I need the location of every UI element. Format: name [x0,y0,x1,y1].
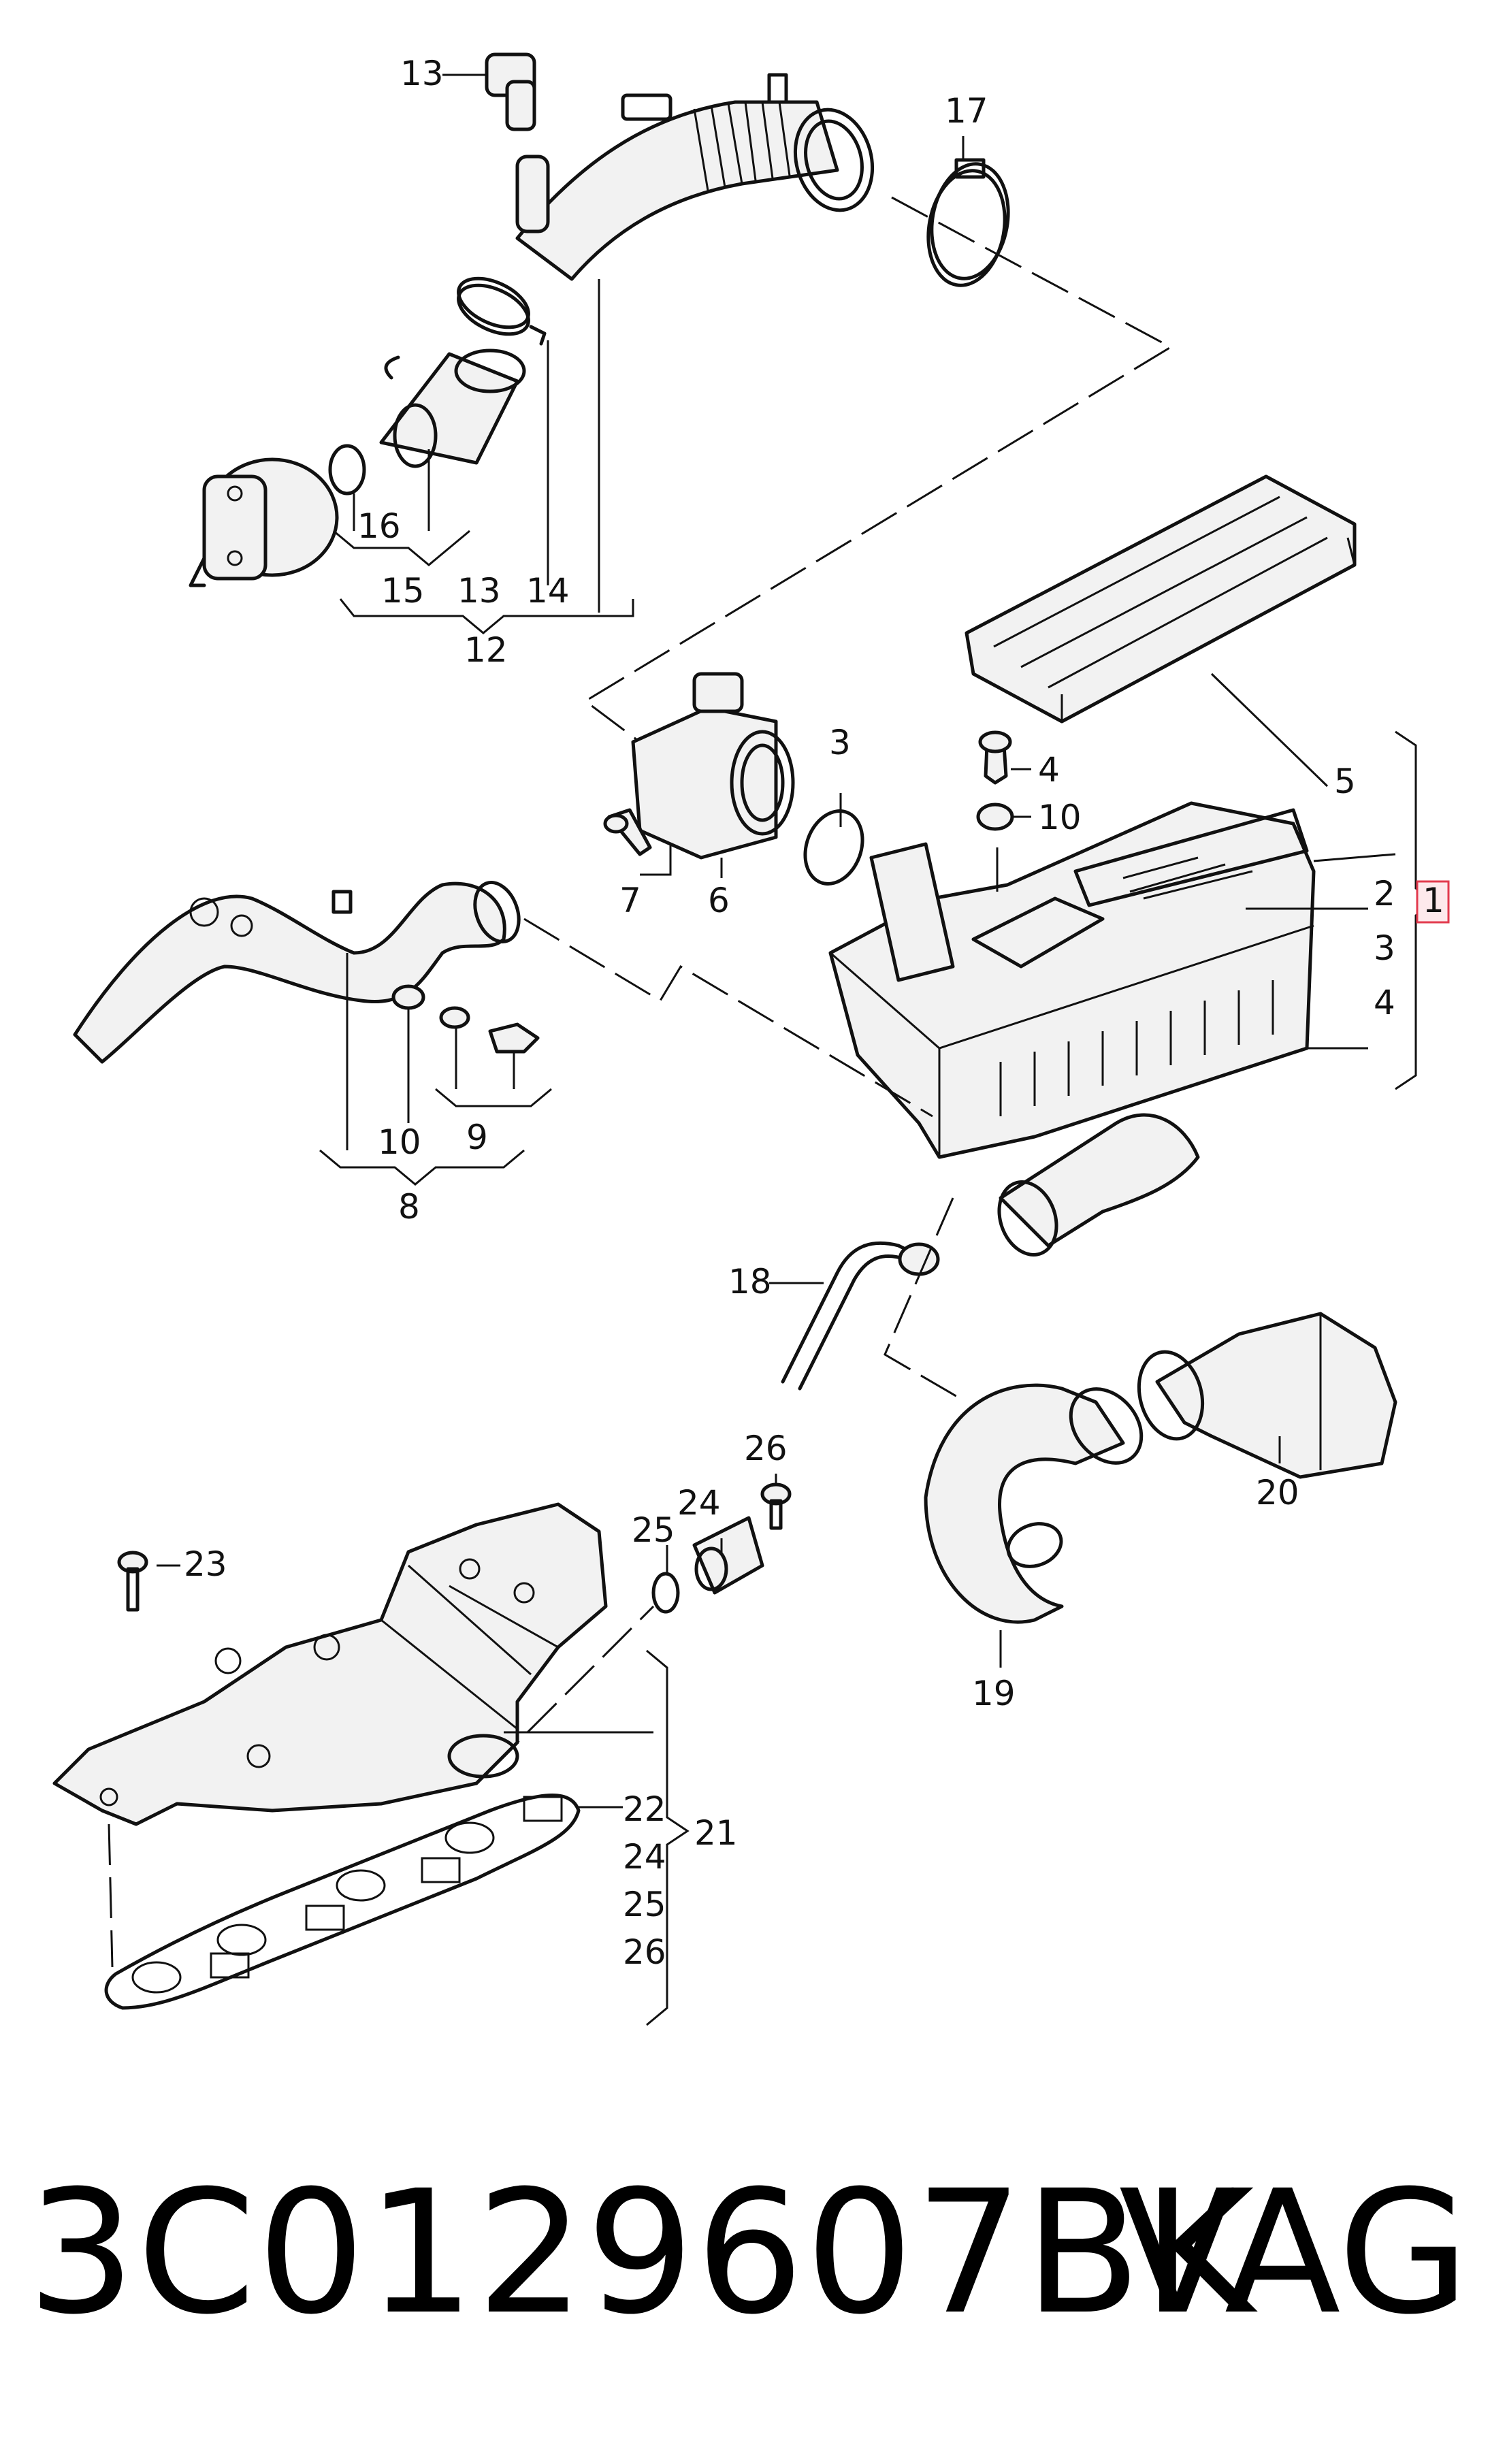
callout-16: 16 [357,506,401,546]
corrugated-intake-hose [515,73,875,281]
mass-air-flow-sensor-6 [631,672,795,860]
dash-leader-hose-to-maf [583,196,1173,784]
bolt-23 [117,1551,148,1612]
grommet-10-bolt-9 [391,984,540,1054]
callout-24-flange: 24 [677,1483,721,1523]
callout-3-right: 3 [1374,928,1395,968]
callout-23: 23 [184,1544,227,1584]
hose-clamp-14 [457,276,547,346]
callout-7: 7 [619,881,641,920]
leader-lines [157,74,1435,2026]
callout-9: 9 [466,1118,488,1157]
callout-1: 1 [1423,881,1444,920]
gasket-22 [104,1794,581,2010]
breather-hose-18 [781,1241,940,1391]
brand-label: VAG [1118,2154,1470,2352]
callout-6: 6 [708,881,730,920]
callout-1-highlight [1416,880,1450,924]
filter-element-5 [965,474,1357,724]
dash-leader-manifold [108,1823,114,1968]
flange-24-bolt-26-oring-25 [651,1482,792,1614]
callout-18: 18 [728,1262,772,1301]
upper-pipe-short [997,1113,1200,1257]
dash-leader-filter-to-hose [523,918,933,1118]
air-duct-20 [1137,1312,1397,1479]
intake-hose-assembly [189,52,1010,587]
intake-hose-8 [73,880,521,1064]
callout-21: 21 [694,1813,738,1853]
callout-15: 15 [381,571,425,611]
dash-leader-pipes [884,1197,967,1404]
callout-3-gasket: 3 [829,723,851,762]
callout-20: 20 [1256,1473,1299,1512]
air-filter-box-1 [828,801,1316,1159]
callout-4-bolt: 4 [1038,750,1060,790]
turbo-inlet-housing [189,457,339,587]
callout-13-mid: 13 [457,571,501,611]
callout-4-right: 4 [1374,983,1395,1022]
dash-leader-manifold-2 [489,1605,655,1771]
callout-13-top: 13 [400,54,444,93]
callout-17: 17 [945,91,988,131]
callout-22: 22 [623,1789,666,1829]
callout-26-list: 26 [623,1932,666,1972]
callout-10-grommet: 10 [1038,798,1082,837]
callout-14: 14 [526,571,570,611]
callout-19: 19 [972,1674,1016,1713]
callout-5: 5 [1334,762,1356,801]
sensor-13 [485,52,550,233]
callout-25-list: 25 [623,1885,666,1924]
callout-labels: 13 17 16 15 13 14 12 3 4 10 5 2 1 3 4 7 … [184,54,1450,1972]
callout-2: 2 [1374,874,1395,913]
callout-26-flange: 26 [744,1429,788,1468]
hose-clamp-17 [926,158,1010,287]
gasket-3 [803,809,864,886]
intake-manifold-21 [52,1502,608,1826]
callout-24-list: 24 [623,1837,666,1877]
callout-12: 12 [464,630,508,670]
intake-pipe-19 [924,1383,1144,1624]
callout-25-oring: 25 [632,1510,675,1550]
o-ring-16 [328,444,366,496]
part-number: 3C0129607BK [27,2154,1256,2352]
bolt-7 [603,808,652,856]
callout-8: 8 [398,1187,420,1227]
callout-10-hose: 10 [378,1122,421,1162]
connector-pipe [379,348,526,468]
bolt-4-grommet-10 [976,730,1014,831]
